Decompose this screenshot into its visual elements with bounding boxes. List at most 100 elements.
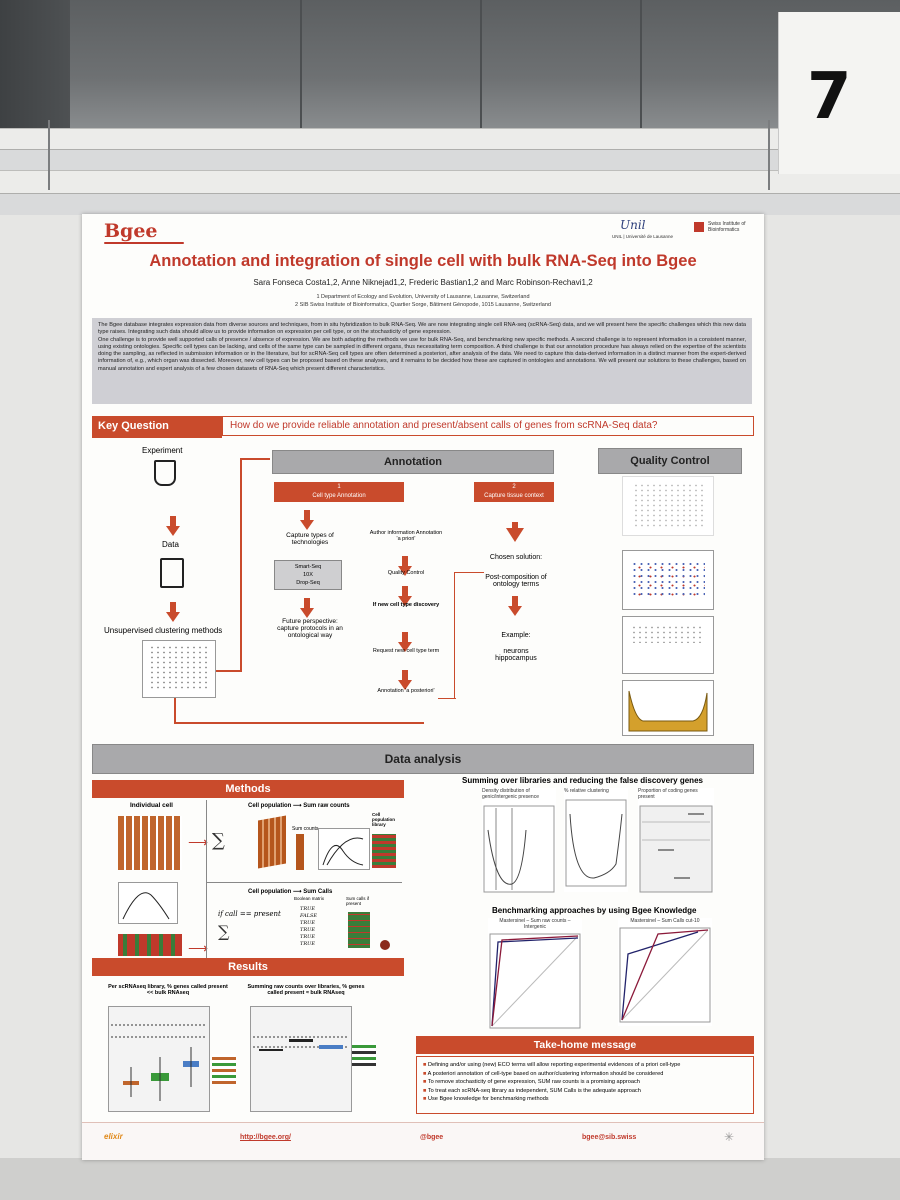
annotation-arrow xyxy=(508,596,522,616)
annotation-arrow xyxy=(300,598,314,618)
sum-counts-label: Sum counts xyxy=(292,826,319,832)
proportion-plot-svg xyxy=(639,805,713,893)
connector-line xyxy=(240,458,242,672)
annotation-arrow xyxy=(398,670,412,690)
connector-line xyxy=(174,698,176,724)
flow-arrow xyxy=(166,516,180,536)
benchmark-plot-title: Mastersinel – Sum raw counts – Intergeni… xyxy=(499,918,571,930)
qc-tsne-plot xyxy=(622,476,714,536)
bullet-square-icon: ■ xyxy=(423,1087,427,1094)
post-composition: Post-composition of ontology terms xyxy=(485,574,547,588)
flow-clustering: Unsupervised clustering methods xyxy=(104,626,223,635)
sib-logo-text: Swiss Institute of Bioinformatics xyxy=(708,221,746,233)
methods-divider xyxy=(206,800,207,960)
key-question-banner: Key Question xyxy=(92,416,222,438)
bullet-square-icon: ■ xyxy=(423,1070,427,1077)
annotation-header: Annotation xyxy=(272,450,554,474)
arrow-right-icon: ⟶ xyxy=(188,940,209,956)
unil-subtitle: UNIL | Université de Lausanne xyxy=(612,234,674,239)
hanging-wire xyxy=(768,120,770,190)
qc-density-plot xyxy=(622,680,714,736)
footer-twitter[interactable]: @bgee xyxy=(420,1134,444,1141)
booth-number-card: 7 xyxy=(778,12,900,174)
key-question-frame xyxy=(222,416,754,436)
future-perspective: Future perspective: capture protocols in… xyxy=(277,618,343,639)
population-curve-svg xyxy=(322,837,364,866)
annotation-a-posteriori: Annotation 'a posteriori' xyxy=(377,688,435,694)
summing-plot-title: Proportion of coding genes present xyxy=(638,788,698,800)
chosen-solution: Chosen solution: xyxy=(489,554,543,561)
boxplot-svg xyxy=(253,1036,349,1051)
results-right-legend xyxy=(352,1042,376,1066)
takehome-text: Use Bgee knowledge for benchmarking meth… xyxy=(427,1096,549,1102)
request-new-term: Request new cell type term xyxy=(372,648,440,654)
flow-data: Data xyxy=(162,540,179,549)
panel-seam xyxy=(640,0,642,130)
quality-control-step: Quality Control xyxy=(387,570,425,576)
abstract-paragraph-2: One challenge is to provide well support… xyxy=(98,336,746,372)
takehome-item: ■ A posteriori annotation of cell-type b… xyxy=(423,1070,747,1079)
summing-title: Summing over libraries and reducing the … xyxy=(462,776,703,785)
takehome-text: A posteriori annotation of cell-type bas… xyxy=(427,1070,664,1077)
individual-cell-matrix xyxy=(118,816,182,870)
new-cell-type-discovery: If new cell type discovery xyxy=(372,602,440,608)
cell-pop-library-label: Cell population library xyxy=(372,812,395,827)
sum-symbol: ∑ xyxy=(212,830,225,851)
qc-mitochondrial-plot xyxy=(622,550,714,610)
calls-matrix xyxy=(118,934,182,956)
results-left-legend xyxy=(212,1054,236,1084)
arrow-right-icon: ⟶ xyxy=(188,834,209,850)
results-left-boxplot xyxy=(108,1006,210,1112)
booth-number: 7 xyxy=(807,60,852,134)
takehome-item: ■ To treat each scRNA-seq library as ind… xyxy=(423,1087,747,1096)
cell-curve xyxy=(122,892,170,920)
boolean-values: TRUE FALSE TRUE TRUE TRUE TRUE xyxy=(300,906,318,947)
sum-calls-matrix xyxy=(348,912,370,948)
clustering-plot-svg xyxy=(565,799,627,887)
key-question-text: How do we provide reliable annotation an… xyxy=(230,420,658,431)
author-information: Author information Annotation 'a priori' xyxy=(369,530,443,542)
poster: Bgee Unil UNIL | Université de Lausanne … xyxy=(82,214,764,1160)
summing-plot-title: % relative clustering xyxy=(564,788,609,794)
abstract-paragraph-1: The Bgee database integrates expression … xyxy=(98,322,746,336)
roc-plot-svg xyxy=(489,933,581,1029)
boxplot-svg xyxy=(111,1024,207,1101)
summing-plot-3: Proportion of coding genes present xyxy=(638,788,714,893)
population-library-matrix xyxy=(372,834,396,868)
connector-line xyxy=(438,698,456,699)
unil-logo: Unil xyxy=(620,218,646,232)
poster-footer xyxy=(82,1122,764,1160)
hanging-wire xyxy=(48,120,50,190)
benchmark-title: Benchmarking approaches by using Bgee Kn… xyxy=(492,906,697,915)
results-right-boxplot xyxy=(250,1006,352,1112)
tissue-context-box: 2 Capture tissue context xyxy=(474,482,554,502)
takehome-text: To treat each scRNA-seq library as indep… xyxy=(427,1087,641,1094)
data-analysis-header: Data analysis xyxy=(92,744,754,774)
summing-plot-title: Density distribution of genic/intergenic… xyxy=(482,788,539,800)
left-pillar xyxy=(0,0,70,130)
annotation-arrow xyxy=(398,556,412,576)
tsne-points xyxy=(633,483,703,527)
qc-points xyxy=(631,561,705,599)
individual-cell-curve xyxy=(118,882,178,924)
example-label: Example: xyxy=(501,632,531,639)
takehome-header: Take-home message xyxy=(416,1036,754,1054)
scatter-points xyxy=(149,645,209,691)
connector-line xyxy=(454,572,484,573)
footer-email[interactable]: bgee@sib.swiss xyxy=(582,1134,637,1141)
record-dot xyxy=(380,940,390,950)
capture-types: Capture types of technologies xyxy=(286,532,334,546)
qc-genes-plot xyxy=(622,616,714,674)
takehome-text: Defining and/or using (new) ECO terms wi… xyxy=(427,1062,681,1068)
cell-type-annotation-box: 1 Cell type Annotation xyxy=(274,482,404,502)
poster-authors: Sara Fonseca Costa1,2, Anne Niknejad1,2,… xyxy=(253,278,593,287)
footer-url[interactable]: http://bgee.org/ xyxy=(240,1134,291,1141)
sum-calls-label: Sum calls if present xyxy=(346,896,370,906)
top-rail xyxy=(0,128,900,150)
bullet-square-icon: ■ xyxy=(423,1096,427,1102)
boolean-matrix-label: Boolean matrix xyxy=(294,896,325,901)
poster-title: Annotation and integration of single cel… xyxy=(149,252,697,270)
bullet-square-icon: ■ xyxy=(423,1079,427,1085)
pop-calls-label: Cell population ⟶ Sum Calls xyxy=(248,889,333,895)
takehome-item: ■ To remove stochasticity of gene expres… xyxy=(423,1078,747,1087)
